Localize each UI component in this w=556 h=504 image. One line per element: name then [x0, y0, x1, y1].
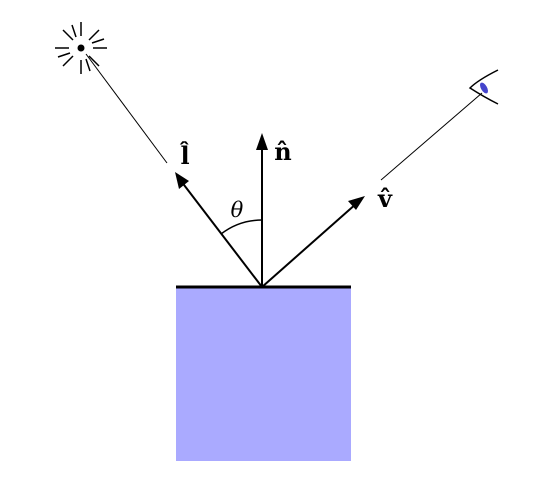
- normal-vector-arrow: [256, 133, 268, 287]
- normal-vector-label: n̂: [274, 137, 291, 166]
- view-vector-label: v̂: [377, 184, 393, 213]
- eye-icon: [468, 69, 499, 105]
- angle-label: θ: [231, 198, 244, 222]
- sun-icon: [55, 22, 107, 74]
- angle-arc: [220, 219, 263, 235]
- view-ray-line: [380, 92, 483, 181]
- view-vector-arrow: [261, 196, 365, 288]
- surface-block: [176, 288, 351, 461]
- light-vector-arrow: [175, 172, 263, 288]
- light-ray-line: [85, 53, 168, 164]
- light-vector-label: l̂: [179, 141, 189, 170]
